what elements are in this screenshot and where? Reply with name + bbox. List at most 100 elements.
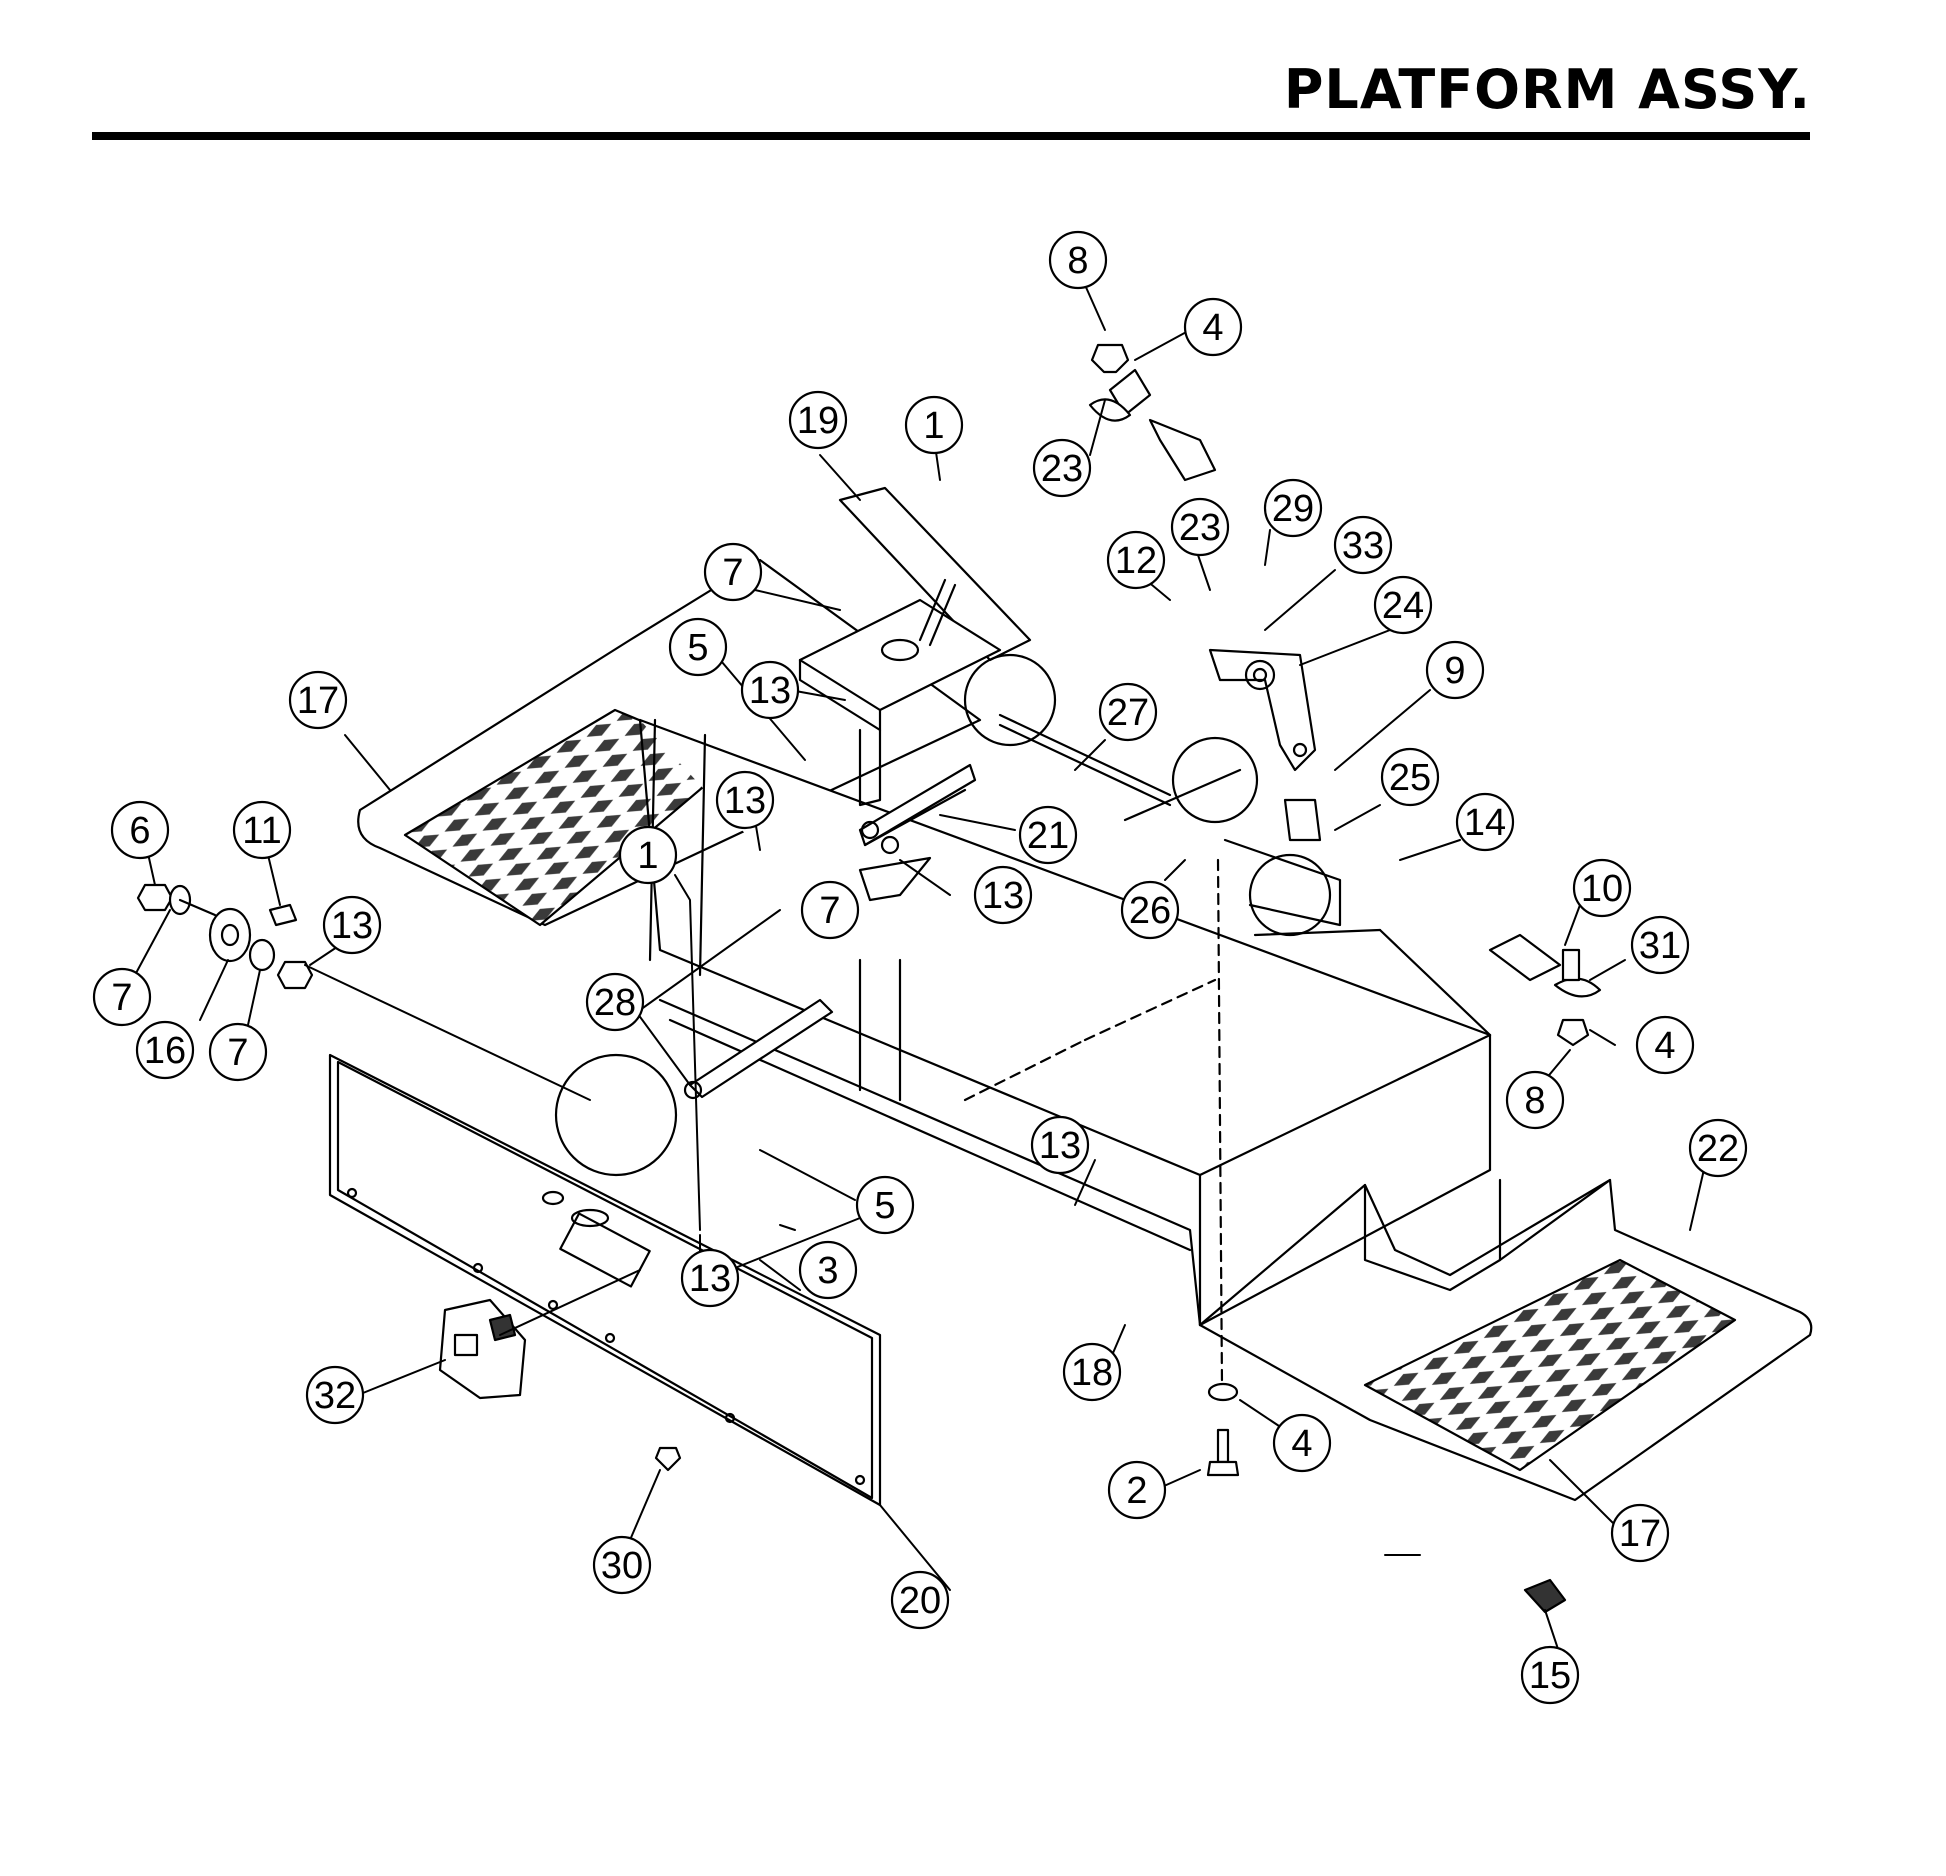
linkage-bar [858, 763, 977, 902]
detail-circle-2 [1171, 736, 1259, 824]
svg-text:24: 24 [1382, 585, 1424, 627]
callout-22: 22 [1688, 1118, 1748, 1178]
callout-1: 1 [904, 395, 964, 455]
svg-text:1: 1 [923, 405, 944, 447]
callout-13: 13 [322, 895, 382, 955]
svg-text:13: 13 [689, 1258, 731, 1300]
callout-7: 7 [92, 967, 152, 1027]
callout-13: 13 [973, 865, 1033, 925]
svg-text:13: 13 [1039, 1125, 1081, 1167]
callout-13: 13 [1030, 1115, 1090, 1175]
svg-text:18: 18 [1071, 1352, 1113, 1394]
svg-text:10: 10 [1581, 868, 1623, 910]
svg-text:32: 32 [314, 1375, 356, 1417]
callout-27: 27 [1098, 682, 1158, 742]
callout-12: 12 [1106, 530, 1166, 590]
title-rule [92, 132, 1810, 140]
callout-30: 30 [592, 1535, 652, 1595]
callout-25: 25 [1380, 747, 1440, 807]
tie-rod-end-upper [1088, 343, 1217, 482]
bolt-and-washer [1206, 1382, 1240, 1477]
callout-24: 24 [1373, 575, 1433, 635]
svg-text:4: 4 [1291, 1423, 1312, 1465]
callout-26: 26 [1120, 880, 1180, 940]
svg-text:22: 22 [1697, 1128, 1739, 1170]
svg-text:13: 13 [724, 780, 766, 822]
svg-text:15: 15 [1529, 1655, 1571, 1697]
svg-text:20: 20 [899, 1580, 941, 1622]
svg-text:14: 14 [1464, 802, 1506, 844]
callout-18: 18 [1062, 1342, 1122, 1402]
callout-16: 16 [135, 1020, 195, 1080]
pedal-assembly [798, 486, 1032, 807]
svg-text:31: 31 [1639, 925, 1681, 967]
svg-text:21: 21 [1027, 815, 1069, 857]
callout-4: 4 [1183, 297, 1243, 357]
svg-text:30: 30 [601, 1545, 643, 1587]
control-rods [998, 713, 1342, 927]
callout-8: 8 [1505, 1070, 1565, 1130]
svg-text:4: 4 [1202, 307, 1223, 349]
callout-14: 14 [1455, 792, 1515, 852]
callout-7: 7 [703, 542, 763, 602]
detail-circle-1 [963, 653, 1057, 747]
callout-8: 8 [1048, 230, 1108, 290]
svg-text:29: 29 [1272, 488, 1314, 530]
svg-text:16: 16 [144, 1030, 186, 1072]
callout-5: 5 [855, 1175, 915, 1235]
svg-text:19: 19 [797, 400, 839, 442]
svg-text:17: 17 [297, 680, 339, 722]
svg-text:28: 28 [594, 982, 636, 1024]
svg-text:5: 5 [687, 627, 708, 669]
callout-23: 23 [1170, 497, 1230, 557]
svg-text:23: 23 [1041, 448, 1083, 490]
callout-28: 28 [585, 972, 645, 1032]
callout-17: 17 [1610, 1503, 1670, 1563]
rod [683, 998, 834, 1100]
callout-23: 23 [1032, 438, 1092, 498]
callout-4: 4 [1272, 1413, 1332, 1473]
svg-text:7: 7 [227, 1032, 248, 1074]
callout-6: 6 [110, 800, 170, 860]
svg-text:12: 12 [1115, 540, 1157, 582]
leader-lines [134, 284, 1706, 1656]
svg-text:27: 27 [1107, 692, 1149, 734]
svg-text:13: 13 [749, 670, 791, 712]
callout-4: 4 [1635, 1015, 1695, 1075]
svg-text:25: 25 [1389, 757, 1431, 799]
svg-text:5: 5 [874, 1185, 895, 1227]
detail-circle-4 [554, 1053, 678, 1177]
callout-21: 21 [1018, 805, 1078, 865]
callout-9: 9 [1425, 640, 1485, 700]
assembly-dashed-lines [963, 858, 1224, 1387]
callout-3: 3 [798, 1240, 858, 1300]
callout-group: 8 4 23 19 1 12 23 29 33 24 7 5 17 13 27 … [92, 230, 1748, 1705]
svg-text:3: 3 [817, 1250, 838, 1292]
callout-13: 13 [715, 770, 775, 830]
callout-15: 15 [1520, 1645, 1580, 1705]
svg-text:8: 8 [1524, 1080, 1545, 1122]
svg-text:33: 33 [1342, 525, 1384, 567]
callout-10: 10 [1572, 858, 1632, 918]
svg-text:7: 7 [111, 977, 132, 1019]
svg-text:7: 7 [819, 890, 840, 932]
svg-text:4: 4 [1654, 1025, 1675, 1067]
front-panel [328, 1053, 882, 1507]
callout-5: 5 [668, 617, 728, 677]
callout-29: 29 [1263, 478, 1323, 538]
callout-32: 32 [305, 1365, 365, 1425]
page-title: PLATFORM ASSY. [1283, 58, 1811, 121]
idler-arm [1208, 648, 1322, 842]
clip [1523, 1578, 1567, 1614]
svg-text:26: 26 [1129, 890, 1171, 932]
svg-text:8: 8 [1067, 240, 1088, 282]
callout-33: 33 [1333, 515, 1393, 575]
platform-chassis [638, 718, 1813, 1502]
svg-text:1: 1 [637, 835, 658, 877]
svg-text:9: 9 [1444, 650, 1465, 692]
svg-text:7: 7 [722, 552, 743, 594]
svg-text:11: 11 [242, 810, 281, 852]
svg-text:6: 6 [129, 810, 150, 852]
